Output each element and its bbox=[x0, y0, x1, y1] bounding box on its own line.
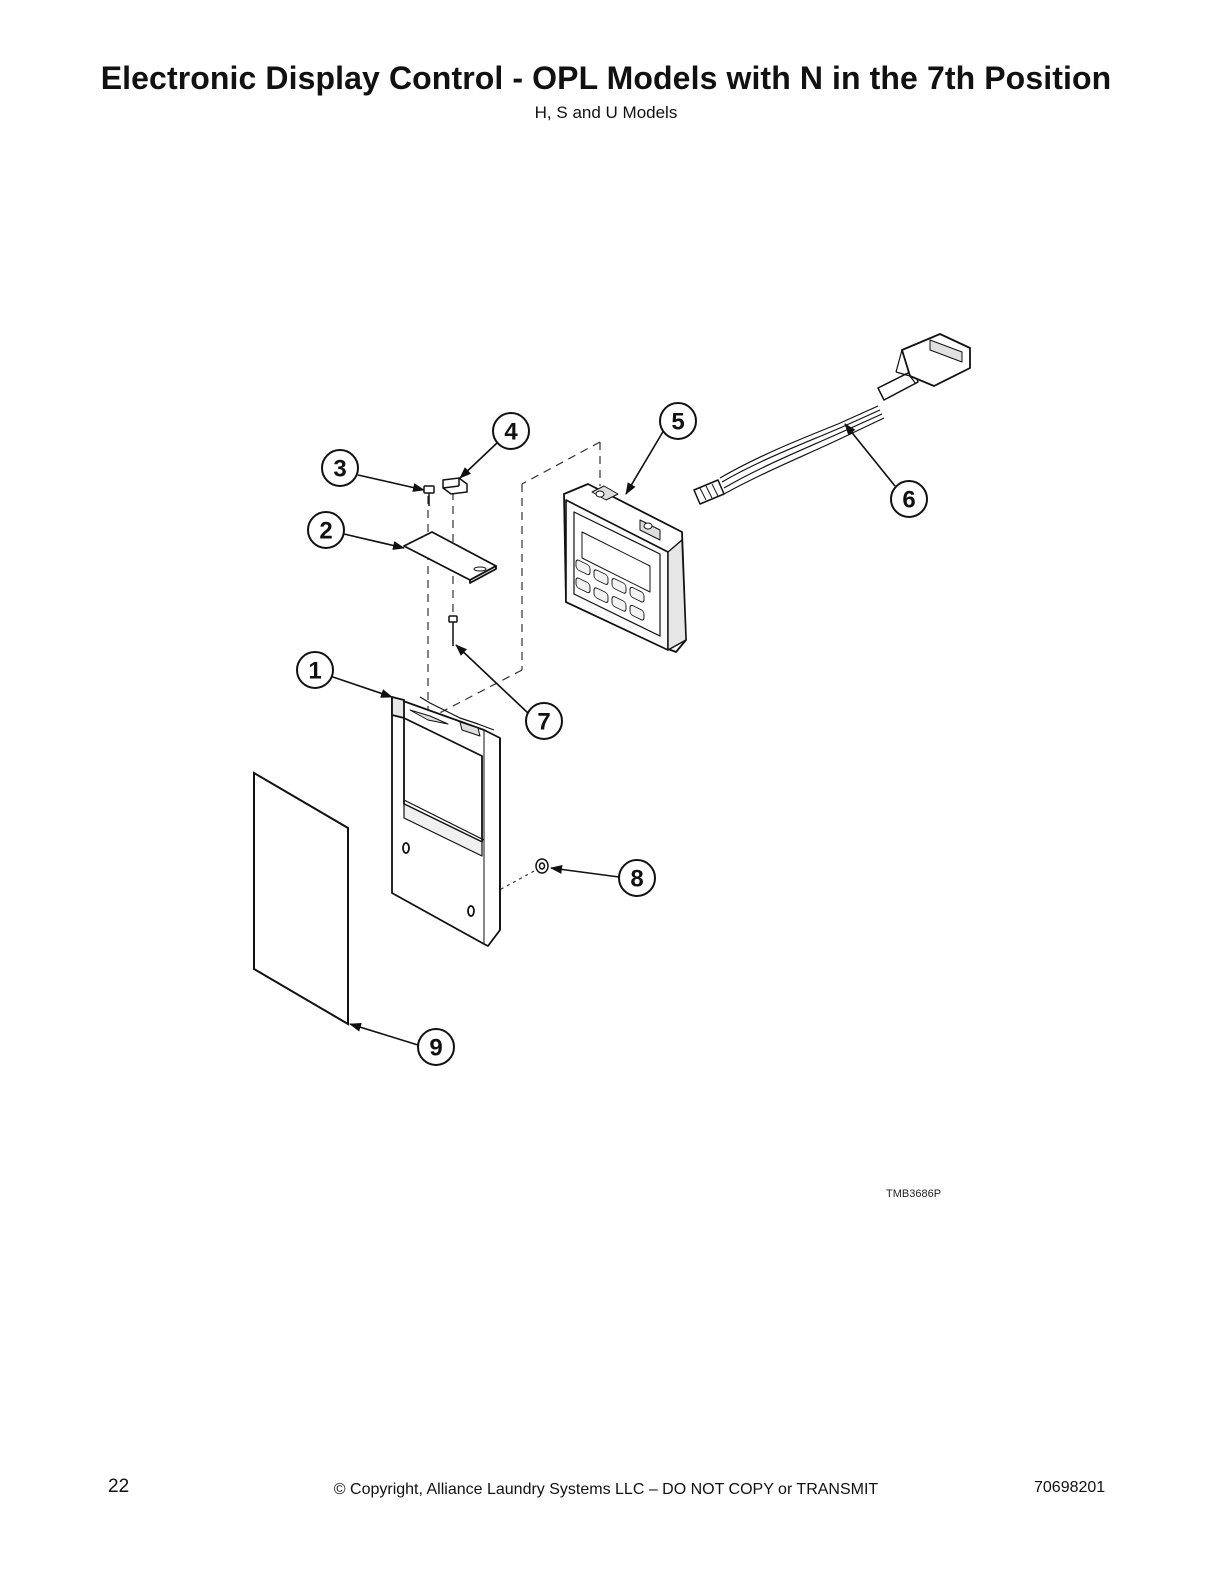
page-title: Electronic Display Control - OPL Models … bbox=[100, 60, 1112, 96]
leader-1 bbox=[329, 675, 393, 698]
display-control-part bbox=[563, 483, 687, 653]
callout-7-number: 7 bbox=[537, 709, 550, 736]
callout-1: 1 bbox=[296, 651, 334, 689]
screw-part-top bbox=[423, 485, 435, 506]
callout-9: 9 bbox=[417, 1028, 455, 1066]
leader-2 bbox=[343, 533, 405, 550]
footer-copyright: © Copyright, Alliance Laundry Systems LL… bbox=[333, 1481, 879, 1498]
callout-2-number: 2 bbox=[319, 518, 332, 545]
leader-9 bbox=[349, 1022, 419, 1046]
callout-6: 6 bbox=[890, 480, 928, 518]
callout-1-number: 1 bbox=[308, 658, 321, 685]
callout-9-number: 9 bbox=[429, 1035, 442, 1062]
screw-part-bottom bbox=[448, 615, 458, 646]
leader-6 bbox=[844, 423, 896, 487]
callout-7: 7 bbox=[525, 702, 563, 740]
plate-part bbox=[403, 531, 497, 584]
drawing-code: TMB3686P bbox=[886, 1188, 942, 1200]
callout-3-number: 3 bbox=[333, 456, 346, 483]
callout-8: 8 bbox=[618, 859, 656, 897]
nut-part bbox=[535, 858, 549, 874]
callout-4-number: 4 bbox=[504, 419, 518, 446]
alignment-lines bbox=[427, 441, 601, 907]
leader-3 bbox=[357, 474, 425, 492]
callout-4: 4 bbox=[492, 412, 530, 450]
callout-8-number: 8 bbox=[630, 866, 643, 893]
leader-5 bbox=[625, 429, 665, 495]
callout-3: 3 bbox=[321, 449, 359, 487]
callout-5-number: 5 bbox=[671, 409, 684, 436]
callout-6-number: 6 bbox=[902, 487, 915, 514]
page-subtitle: H, S and U Models bbox=[534, 103, 678, 122]
leader-4 bbox=[459, 442, 498, 479]
wire-harness-part bbox=[693, 333, 971, 505]
insulation-panel-part bbox=[253, 771, 349, 1026]
footer-document-number: 70698201 bbox=[1034, 1479, 1106, 1496]
callout-2: 2 bbox=[307, 511, 345, 549]
leader-7 bbox=[455, 644, 530, 715]
callout-5: 5 bbox=[659, 402, 697, 440]
footer-page-number: 22 bbox=[108, 1476, 130, 1497]
mounting-bracket-part bbox=[391, 696, 501, 947]
leader-8 bbox=[550, 864, 620, 878]
clip-part bbox=[442, 477, 468, 495]
leader-lines bbox=[329, 423, 896, 1046]
